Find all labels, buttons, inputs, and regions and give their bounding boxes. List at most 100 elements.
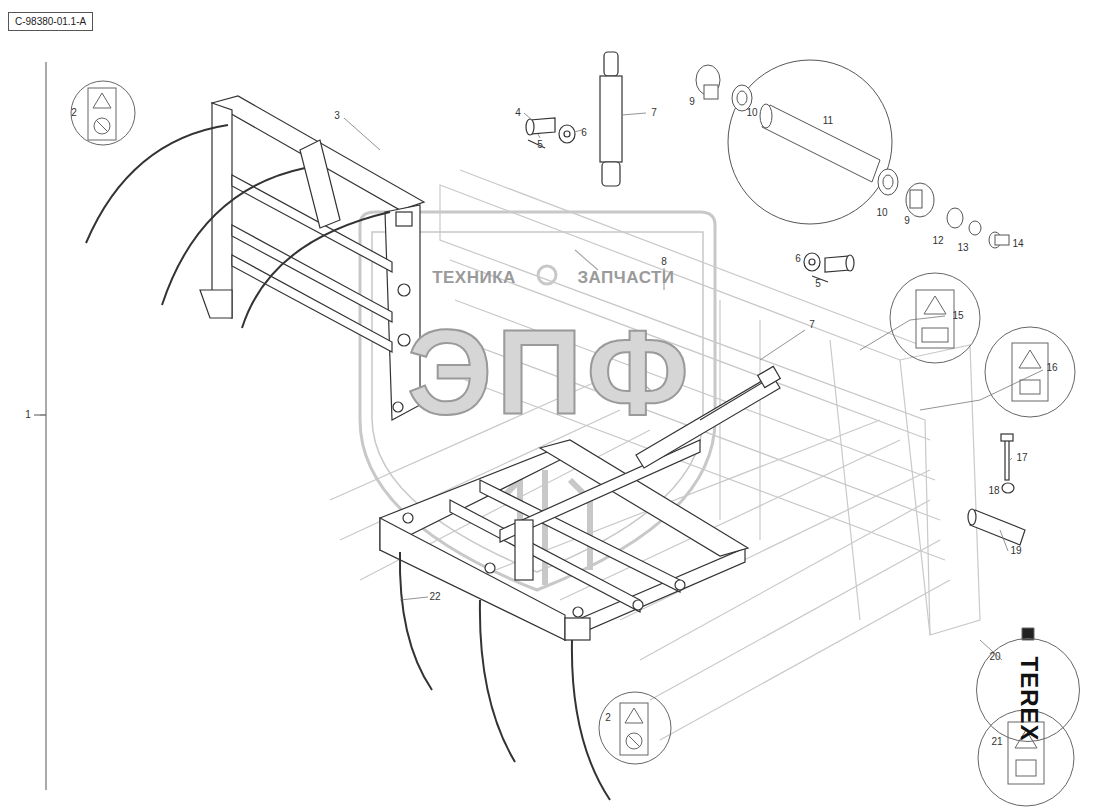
drawing-stroke	[910, 190, 922, 208]
callout-number: 1	[25, 410, 31, 420]
drawing-stroke	[728, 60, 892, 224]
callout-number: 9	[904, 216, 910, 226]
watermark-text: ЗАПЧАСТИ	[577, 269, 674, 286]
callout-number: 4	[515, 108, 521, 118]
drawing-stroke	[995, 235, 1009, 245]
callout-number: 2	[71, 108, 77, 118]
drawing-stroke	[628, 735, 640, 747]
drawing-stroke	[396, 212, 412, 226]
drawing-stroke	[403, 513, 413, 523]
callout-number: 19	[1010, 546, 1021, 556]
callout-number: 15	[952, 311, 963, 321]
drawing-stroke	[71, 81, 135, 145]
group-bracket	[34, 62, 46, 790]
drawing-stroke	[1019, 350, 1041, 368]
drawing-stroke	[758, 366, 781, 387]
callout-number: 22	[429, 592, 440, 602]
drawing-stroke	[94, 118, 110, 134]
drawing-stroke	[1002, 483, 1014, 493]
drawing-stroke	[565, 618, 590, 640]
drawing-stroke	[622, 113, 646, 115]
drawing-stroke	[762, 105, 880, 182]
callout-number: 9	[689, 97, 695, 107]
leader-lines	[40, 113, 1043, 660]
callout-number: 14	[1012, 239, 1023, 249]
drawing-stroke	[633, 600, 643, 610]
drawing-stroke	[526, 119, 534, 135]
drawing-stroke	[700, 378, 770, 420]
drawing-stroke	[400, 597, 428, 600]
drawing-stroke	[620, 703, 648, 755]
callout-number: 13	[957, 243, 968, 253]
drawing-stroke	[878, 169, 898, 195]
drawing-stroke	[559, 125, 575, 143]
callout-number: 21	[991, 737, 1002, 747]
drawing-stroke	[968, 509, 976, 525]
watermark-text: ТЕХНИКА	[432, 269, 516, 286]
drawing-stroke	[1016, 760, 1036, 776]
drawing-stroke	[212, 103, 232, 318]
drawing-stroke	[88, 88, 116, 140]
drawing-stroke	[602, 162, 620, 186]
callout-number: 11	[823, 116, 833, 126]
drawing-stroke	[380, 518, 565, 640]
drawing-stroke	[40, 415, 46, 416]
drawing-stroke	[524, 113, 532, 120]
drawing-stroke	[922, 328, 948, 342]
drawing-stroke	[572, 640, 610, 800]
callout-number: 17	[1016, 453, 1027, 463]
callout-number: 20	[989, 652, 1000, 662]
drawing-stroke	[96, 120, 108, 132]
callout-number: 5	[537, 140, 543, 150]
brand-logo: TEREX	[1017, 656, 1041, 741]
drawing-stroke	[600, 76, 622, 162]
drawing-stroke	[970, 510, 1025, 545]
drawing-stroke	[625, 708, 643, 723]
drawing-stroke	[564, 131, 570, 137]
drawing-stroke	[344, 118, 380, 150]
callout-number: 10	[746, 108, 757, 118]
drawing-stroke	[46, 62, 47, 790]
drawing-stroke	[760, 330, 805, 360]
drawing-stroke	[93, 93, 111, 108]
drawing-stroke	[242, 212, 390, 328]
drawing-stroke	[34, 415, 46, 416]
callout-number: 5	[815, 279, 821, 289]
drawing-stroke	[720, 300, 930, 635]
drawing-stroke	[480, 600, 515, 762]
callout-number: 16	[1046, 363, 1057, 373]
drawing-stroke	[883, 175, 893, 189]
background-frame	[330, 170, 980, 740]
drawing-stroke	[86, 125, 228, 243]
drawing-stroke	[737, 91, 747, 105]
drawing-stroke	[1010, 458, 1012, 460]
drawing-stroke	[162, 168, 305, 305]
drawing-stroke	[860, 316, 945, 350]
drawing-stroke	[574, 130, 582, 132]
callout-number: 10	[876, 208, 887, 218]
drawing-stroke	[1020, 380, 1040, 394]
drawing-stroke	[1005, 440, 1009, 480]
drawing-number: C-98380-01.1-A	[15, 16, 86, 27]
drawing-stroke	[565, 548, 745, 640]
drawing-stroke	[393, 402, 403, 412]
drawing-stroke	[704, 85, 718, 99]
drawing-stroke	[515, 520, 533, 580]
upper-grapple	[86, 96, 424, 420]
drawing-stroke	[809, 259, 815, 265]
watermark-logo: ЭПФ	[407, 312, 693, 432]
drawing-stroke	[947, 208, 963, 228]
lower-grapple	[380, 440, 748, 800]
drawing-stroke	[760, 104, 772, 128]
callout-number: 7	[651, 108, 657, 118]
callout-number: 7	[809, 320, 815, 330]
drawing-stroke	[300, 140, 340, 228]
callout-number: 12	[932, 236, 943, 246]
drawing-stroke	[920, 370, 1043, 410]
drawing-stroke	[398, 284, 410, 296]
drawing-stroke	[1000, 530, 1008, 551]
drawing-stroke	[1001, 434, 1013, 441]
drawing-stroke	[232, 255, 392, 352]
drawing-stroke	[538, 266, 556, 284]
